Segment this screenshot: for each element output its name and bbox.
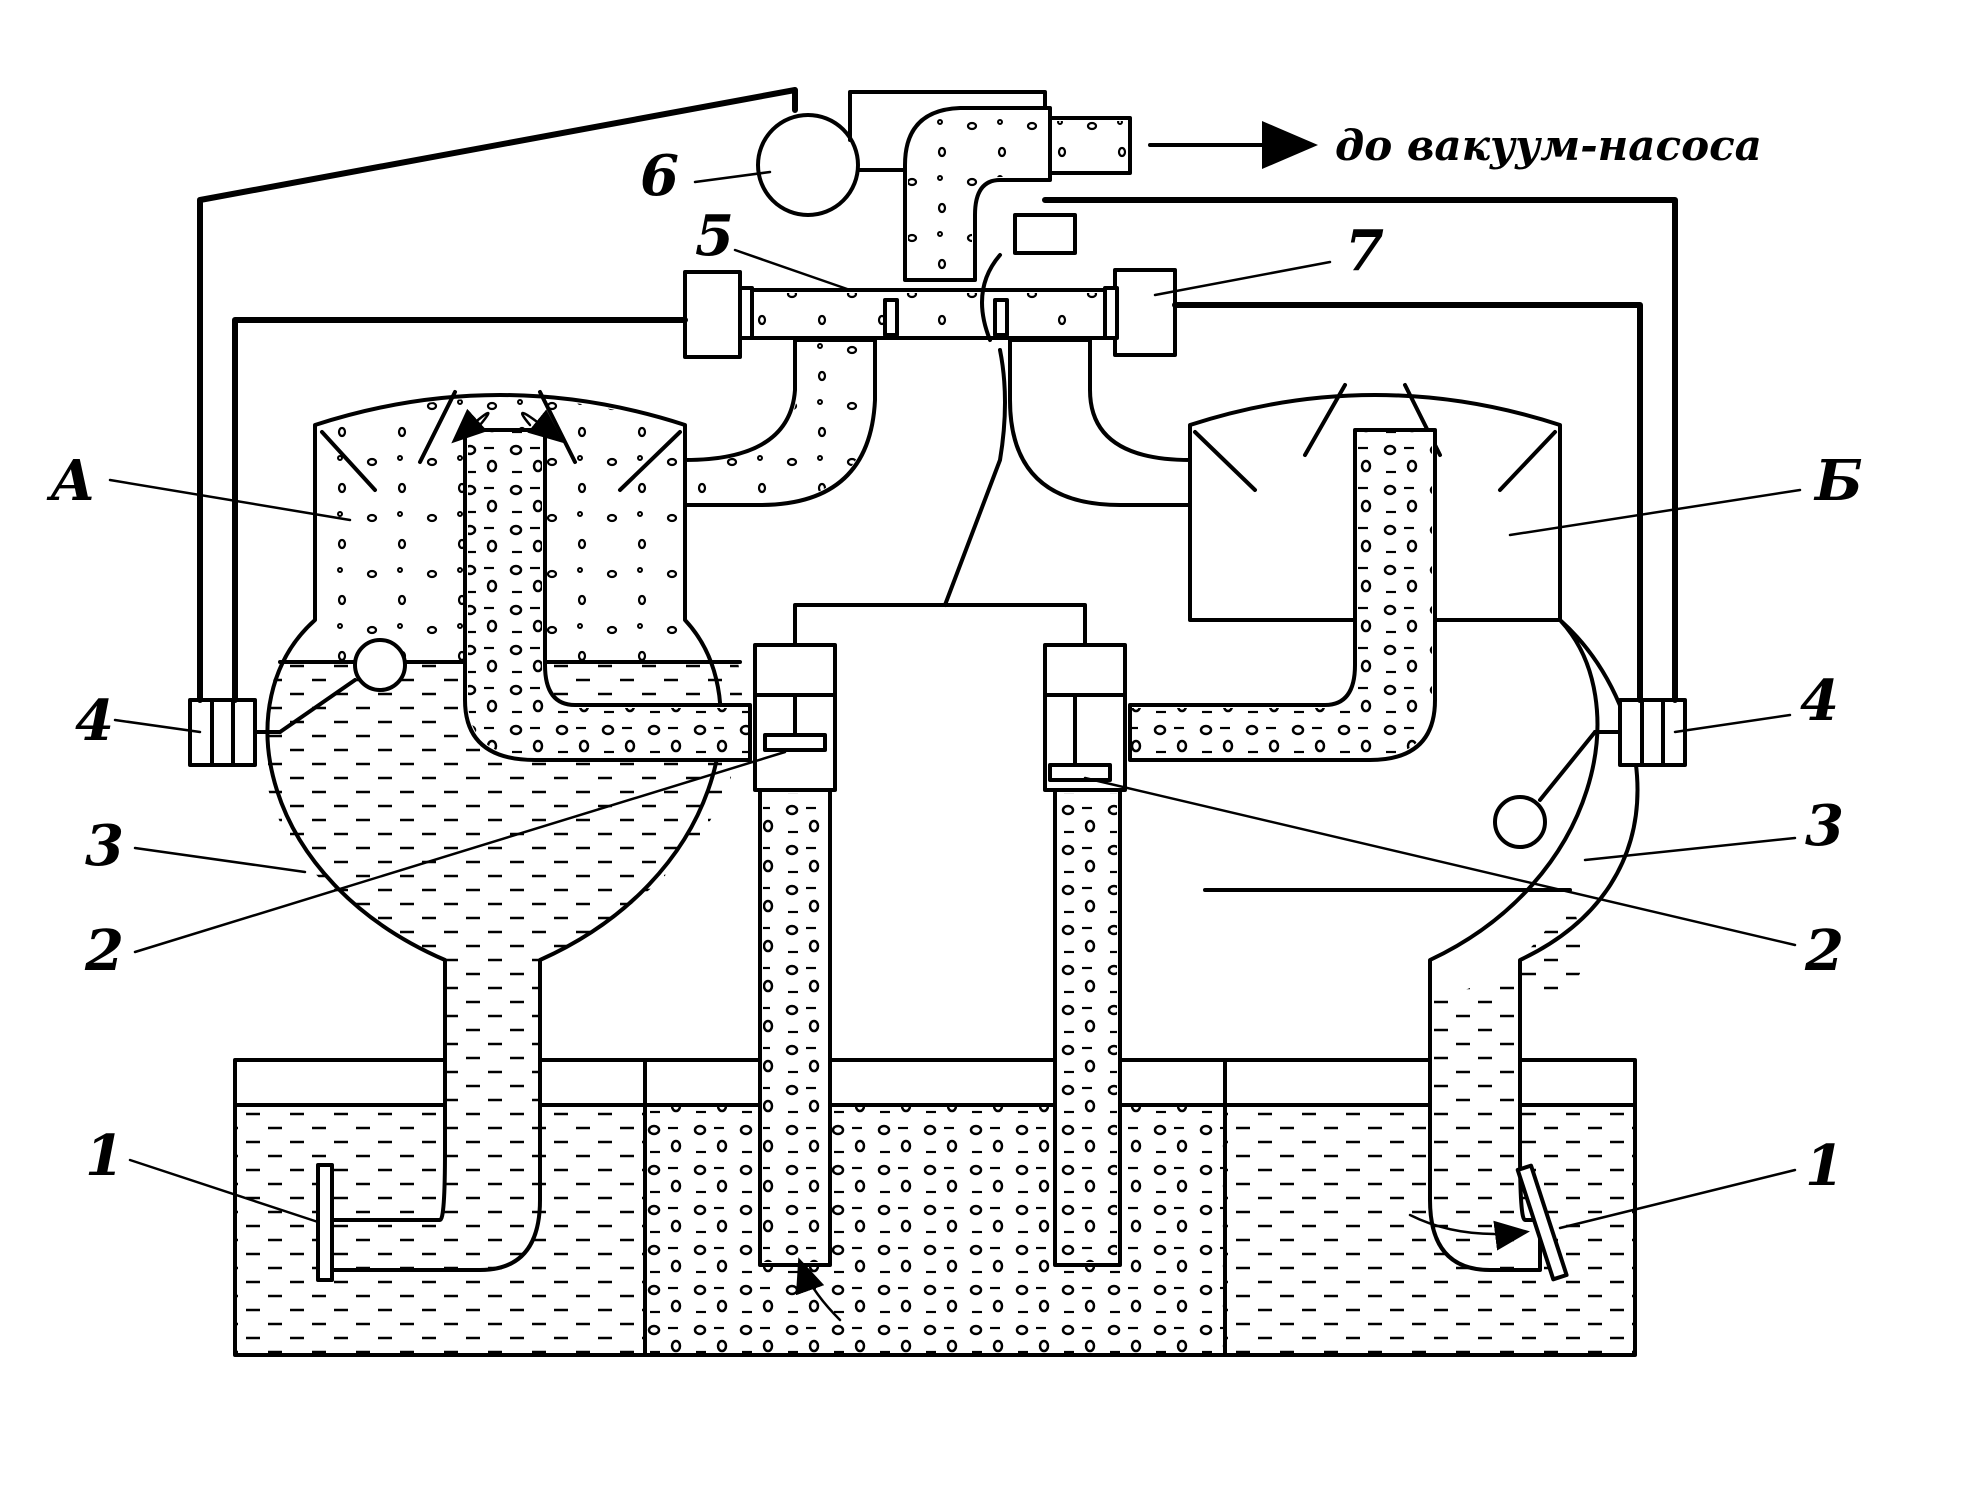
float-ball-left [353, 638, 407, 692]
vessel-b-deflector-right [1498, 430, 1557, 492]
vacuum-label: до вакуум-насоса [1335, 121, 1762, 170]
drive-motor-frame [848, 90, 1047, 142]
label-6: 6 [640, 143, 679, 209]
label-4-right: 4 [1800, 668, 1839, 734]
wire-left-outer [197, 87, 798, 703]
actuator-left-block [683, 270, 742, 359]
vacuum-outlet-elbow-foam [908, 111, 1047, 278]
leader-1-left [128, 1158, 320, 1224]
riser-b-bubbles [1132, 432, 1432, 757]
vessel-a-riser [451, 408, 752, 762]
leader-3-left [133, 846, 307, 874]
vessel-a-outlet-foam [688, 343, 872, 502]
switch-block [1013, 213, 1077, 255]
float-switch-right-link [1538, 730, 1597, 802]
piston-left [738, 286, 754, 340]
downcomer-left-bubbles [763, 793, 827, 1262]
float-ball-right [1493, 795, 1547, 849]
wire-left-inner [232, 317, 688, 703]
vessel-a-deflector-left [320, 430, 377, 492]
label-3-left: 3 [85, 813, 124, 879]
manifold-rod-foam [738, 293, 1117, 335]
drive-motor-6 [756, 113, 860, 217]
label-chamber-b: Б [1813, 448, 1863, 514]
leader-2-left [133, 750, 787, 954]
downcomer-left-cap [753, 643, 837, 697]
vessel-b-liquid [1210, 890, 1584, 1270]
leader-7 [1153, 260, 1332, 297]
downcomer-left-valve [763, 733, 827, 752]
leader-3-right [1583, 836, 1797, 862]
piston-right [1103, 286, 1119, 340]
riser-a-overflow-arrow [451, 408, 490, 444]
switch-lever [980, 253, 1002, 342]
label-3-right: 3 [1805, 793, 1844, 859]
top-manifold [683, 90, 1177, 359]
leader-1-right [1558, 1168, 1797, 1230]
leader-a [108, 478, 352, 522]
vacuum-outlet-pipe-foam [1053, 121, 1127, 170]
leader-6 [693, 170, 772, 184]
piston-mid-left [883, 298, 899, 337]
wire-right-outer [1042, 197, 1678, 703]
leader-5 [733, 248, 852, 292]
wire-right-inner [1172, 302, 1643, 703]
vessel-b-outlet-duct [1008, 338, 1192, 507]
leader-4-right [1673, 713, 1792, 734]
vessel-b-deflector-left [1193, 430, 1257, 492]
label-1-right: 1 [1805, 1133, 1844, 1199]
vessel-b [1008, 338, 1640, 1272]
downcomer-right-valve [1048, 763, 1112, 782]
vessel-b-deflector-center-left [1303, 383, 1347, 457]
outlet-valve-right [1515, 1163, 1569, 1282]
outlet-flow-arrow [1408, 1213, 1530, 1251]
float-switches [188, 638, 1687, 849]
label-5: 5 [695, 203, 734, 269]
label-4-left: 4 [75, 688, 114, 754]
vessel-a-deflector-right [618, 430, 682, 492]
downcomer-right-bubbles [1058, 793, 1117, 1262]
downcomer-inflow-arrow [795, 1257, 842, 1322]
bottom-tanks [233, 1058, 1637, 1357]
leader-2-right [1083, 776, 1797, 947]
vessel-a-liquid [262, 662, 743, 1270]
label-2-right: 2 [1804, 918, 1844, 984]
downcomer-link-rod [793, 603, 1087, 647]
central-downcomers [753, 348, 1127, 1322]
downcomer-link-rod-up [943, 348, 1007, 607]
riser-a-overflow-arrow-2 [520, 409, 564, 444]
float-switch-left-link [278, 678, 357, 734]
label-7: 7 [1345, 218, 1384, 284]
callouts: 6 5 7 А Б 4 4 3 3 2 2 1 1 [46, 143, 1863, 1230]
riser-a-bubbles [468, 432, 748, 757]
vessel-b-riser [1128, 428, 1437, 762]
piston-mid-right [993, 298, 1009, 337]
label-2-left: 2 [84, 918, 124, 984]
actuator-right-block [1113, 268, 1177, 357]
label-1-left: 1 [85, 1123, 124, 1189]
tank-middle-bubbly-liquid [645, 1105, 1225, 1355]
vacuum-pump-note: до вакуум-насоса [1148, 121, 1762, 170]
vessel-a-deflector-center-left [418, 390, 457, 464]
leader-b [1508, 488, 1802, 537]
label-chamber-a: А [46, 448, 96, 514]
downcomer-right-cap [1043, 643, 1127, 697]
tank-outline [233, 1058, 1637, 1357]
outlet-valve-left [316, 1163, 334, 1282]
control-wires [197, 87, 1678, 703]
leader-4-left [113, 718, 202, 734]
